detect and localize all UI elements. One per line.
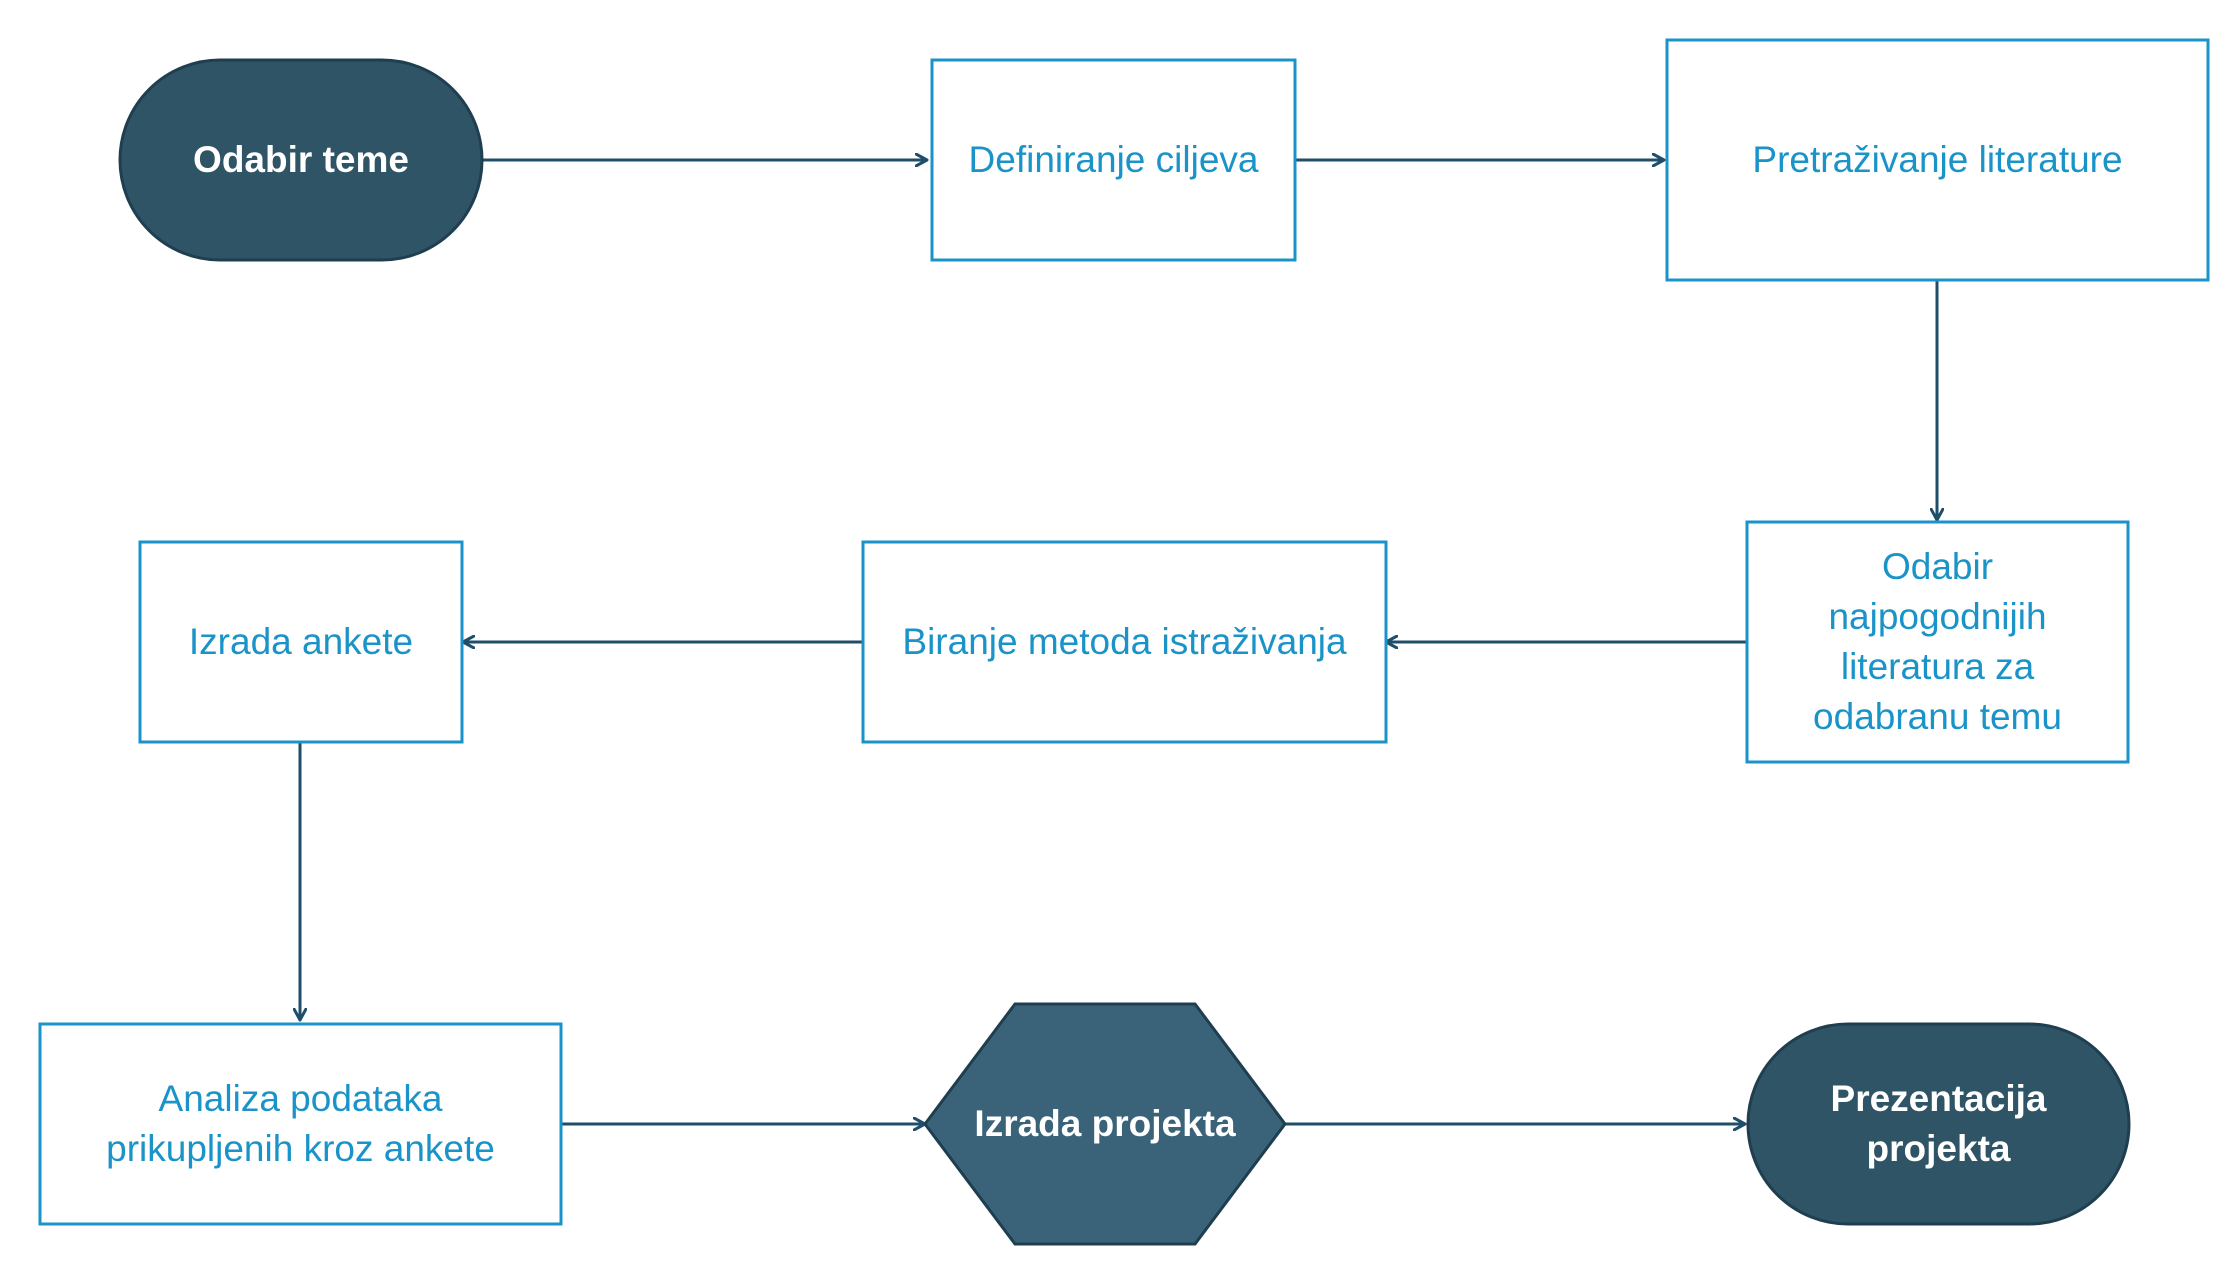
node-definiranje-ciljeva-label: Definiranje ciljeva: [968, 139, 1259, 180]
node-analiza-podataka-shape: [38, 1022, 563, 1226]
node-odabir-teme-label: Odabir teme: [193, 139, 409, 180]
node-biranje-metoda-label: Biranje metoda istraživanja: [902, 621, 1347, 662]
node-biranje-metoda-shape: [861, 540, 1388, 744]
node-analiza-podataka-label: Analiza podataka prikupljenih kroz anket…: [106, 1078, 495, 1169]
node-odabir-literature-shape: [1745, 520, 2130, 764]
node-izrada-ankete-label: Izrada ankete: [188, 621, 414, 662]
node-odabir-literature-label: Odabir najpogodnijih literatura za odabr…: [1813, 546, 2062, 737]
node-odabir-teme-shape: [118, 58, 484, 262]
node-definiranje-ciljeva-shape: [930, 58, 1297, 262]
node-prezentacija-projekta-label: Prezentacija projekta: [1830, 1078, 2047, 1169]
node-izrada-projekta-label: Izrada projekta: [974, 1103, 1236, 1144]
node-izrada-projekta-shape: [923, 1002, 1287, 1246]
node-izrada-ankete-shape: [138, 540, 464, 744]
node-pretrazivanje-literature-label: Pretraživanje literature: [1752, 139, 2123, 180]
node-prezentacija-projekta-shape: [1746, 1022, 2131, 1226]
node-pretrazivanje-literature-shape: [1665, 38, 2210, 282]
